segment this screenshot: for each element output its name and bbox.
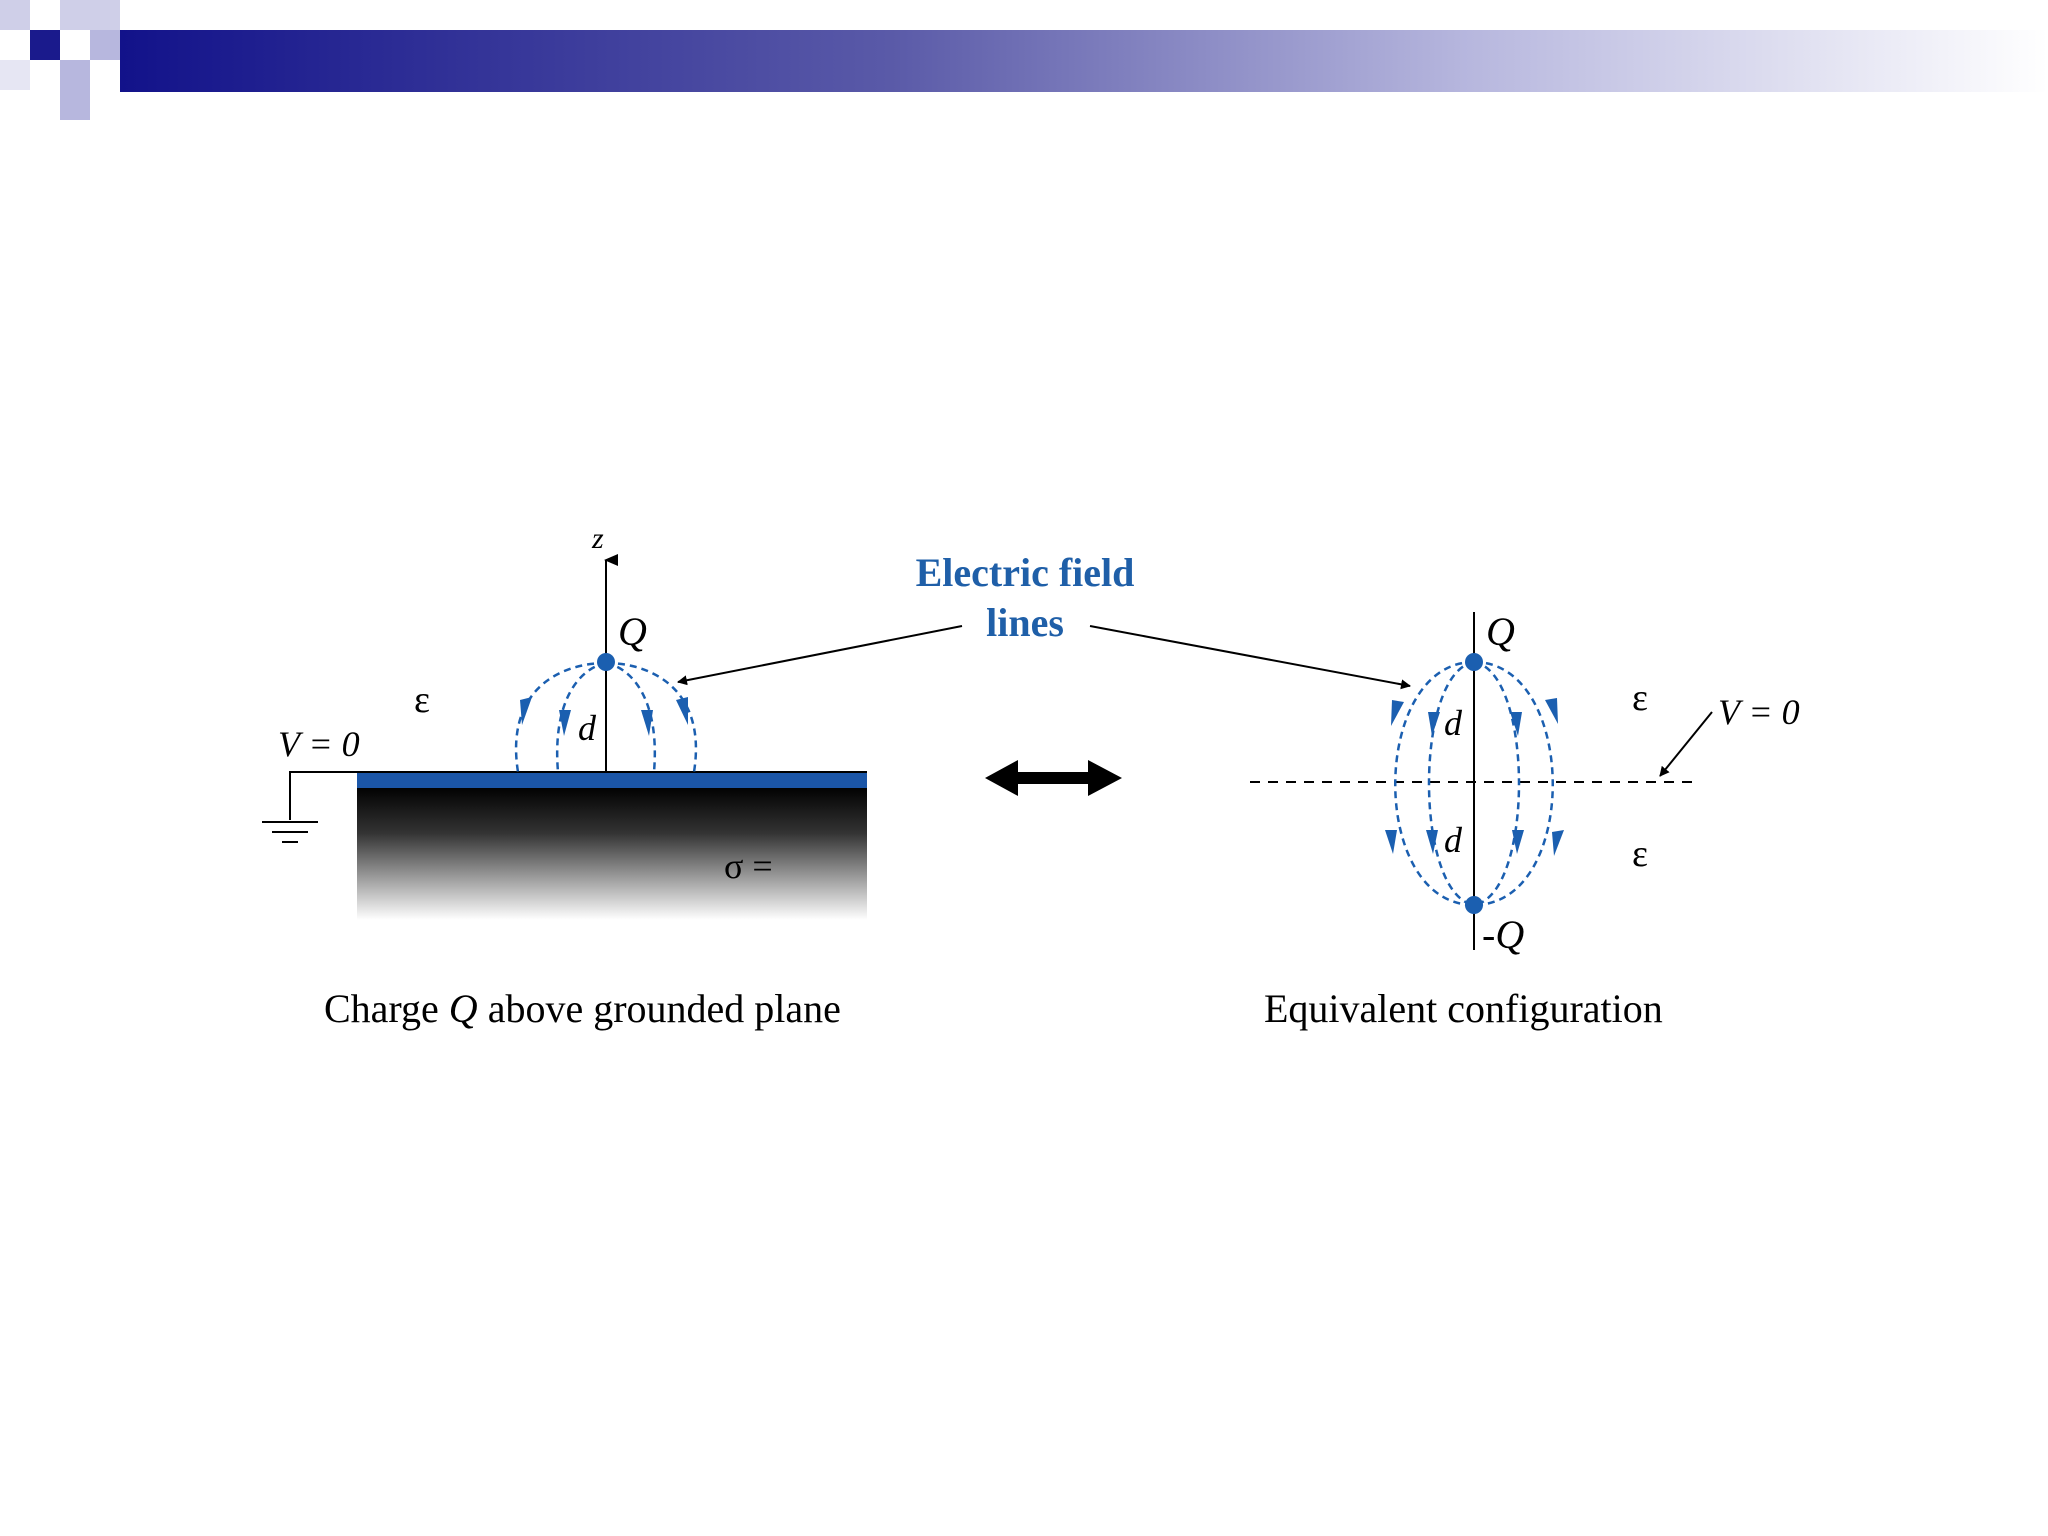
potential-zero-label: V = 0 bbox=[1718, 692, 1800, 732]
header-squares-decoration bbox=[0, 0, 120, 120]
epsilon-top-label: ε bbox=[1632, 677, 1648, 719]
left-caption: Charge Q above grounded plane bbox=[324, 986, 841, 1031]
field-line bbox=[1473, 660, 1521, 907]
header-square bbox=[0, 0, 30, 30]
header-square bbox=[60, 60, 90, 90]
header-square bbox=[90, 30, 120, 60]
ground-icon bbox=[262, 771, 357, 843]
left-field-arrows bbox=[520, 697, 688, 736]
field-arrow bbox=[676, 697, 688, 725]
double-arrow-icon bbox=[985, 760, 1122, 796]
field-arrow bbox=[1385, 830, 1397, 854]
grounded-plane-surface bbox=[357, 772, 867, 788]
image-charge-dot bbox=[1465, 896, 1483, 914]
header-square bbox=[60, 90, 90, 120]
field-line bbox=[1473, 660, 1554, 907]
header-square bbox=[0, 60, 30, 90]
potential-zero-label: V = 0 bbox=[278, 724, 360, 764]
distance-d-label: d bbox=[578, 708, 597, 748]
right-configuration: Q -Q d d ε ε V = 0 Equivalent configurat… bbox=[1250, 609, 1800, 1031]
header-gradient-bar bbox=[120, 30, 2048, 92]
callout-pointer-right bbox=[1089, 625, 1411, 690]
field-line bbox=[1394, 660, 1475, 907]
field-arrow bbox=[559, 710, 571, 736]
charge-q-dot bbox=[1465, 653, 1483, 671]
field-line bbox=[605, 661, 698, 773]
callout-pointer-left bbox=[677, 625, 963, 686]
left-configuration: z Q d ε V = 0 σ = Charge Q above grounde… bbox=[262, 522, 867, 1031]
field-arrow bbox=[641, 710, 653, 736]
callout-line-2: lines bbox=[986, 600, 1064, 645]
left-field-lines bbox=[514, 661, 698, 773]
right-field-lines bbox=[1394, 660, 1554, 907]
image-charge-label: -Q bbox=[1482, 912, 1524, 957]
field-arrow bbox=[1552, 830, 1564, 856]
field-lines-callout: Electric field lines bbox=[677, 550, 1411, 690]
field-arrow bbox=[1512, 830, 1524, 854]
charge-q-dot bbox=[597, 653, 615, 671]
epsilon-label: ε bbox=[414, 679, 430, 721]
distance-d-top-label: d bbox=[1444, 703, 1463, 743]
field-arrow bbox=[1510, 712, 1522, 736]
field-line bbox=[514, 661, 607, 773]
field-arrow bbox=[1428, 712, 1440, 736]
charge-q-label: Q bbox=[618, 609, 647, 654]
right-field-arrows bbox=[1385, 698, 1564, 856]
field-arrow bbox=[1391, 700, 1404, 726]
header-square bbox=[60, 0, 90, 30]
field-arrow bbox=[520, 697, 532, 725]
charge-q-label: Q bbox=[1486, 609, 1515, 654]
conductor-body bbox=[357, 786, 867, 920]
callout-line-1: Electric field bbox=[916, 550, 1135, 595]
z-axis-label: z bbox=[591, 522, 604, 555]
header-square bbox=[30, 30, 60, 60]
right-caption: Equivalent configuration bbox=[1264, 986, 1663, 1031]
field-arrow bbox=[1426, 830, 1438, 854]
distance-d-bottom-label: d bbox=[1444, 820, 1463, 860]
field-arrow bbox=[1545, 698, 1558, 724]
field-line bbox=[1427, 660, 1475, 907]
potential-pointer bbox=[1659, 711, 1713, 777]
epsilon-bottom-label: ε bbox=[1632, 833, 1648, 875]
header-square bbox=[90, 0, 120, 30]
surface-charge-label: σ = bbox=[724, 846, 773, 886]
